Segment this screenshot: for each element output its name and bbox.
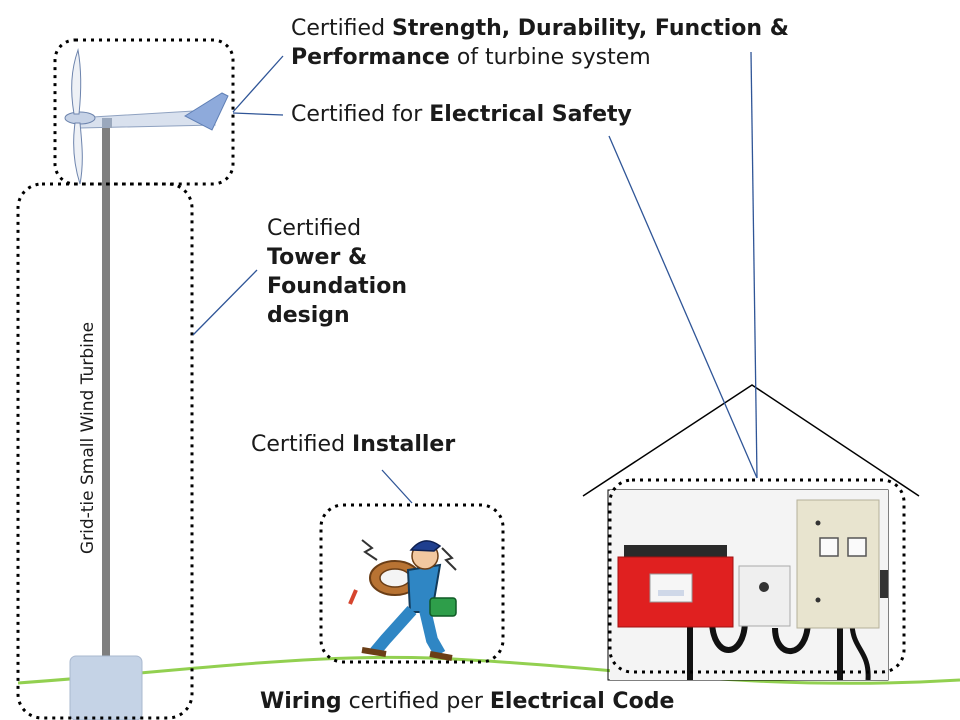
label-bold-text: Installer: [352, 432, 456, 457]
leader-line-installer: [381, 469, 413, 504]
label-strength-performance: Certified Strength, Durability, Function…: [291, 14, 911, 72]
equipment-frame: [608, 478, 906, 674]
label-bold-text: Electrical Safety: [429, 102, 632, 127]
ground-line: [17, 655, 960, 685]
foundation-block: [69, 655, 143, 720]
vertical-caption: Grid-tie Small Wind Turbine: [78, 321, 98, 555]
label-text: Certified: [291, 16, 393, 41]
label-text: Certified: [251, 432, 353, 457]
label-text: Certified: [267, 216, 362, 241]
label-text: Certified for: [291, 102, 430, 127]
leader-line-safety-house: [608, 135, 758, 479]
house-roof-icon: [582, 384, 920, 497]
electrician-worker-icon: [348, 539, 457, 661]
label-bold-text: Wiring: [260, 689, 342, 714]
tower-pole: [102, 122, 110, 662]
label-bold-text: Foundation: [267, 274, 408, 299]
label-bold-text: Tower &: [267, 245, 368, 270]
leader-line-safety: [232, 112, 284, 116]
label-installer: Certified Installer: [251, 430, 511, 459]
label-bold-text: Strength, Durability, Function &: [392, 16, 789, 41]
label-electrical-safety: Certified for Electrical Safety: [291, 100, 791, 129]
wind-turbine-icon: [64, 48, 229, 185]
leader-line-tower: [192, 269, 258, 336]
leader-line-strength-house: [750, 51, 758, 479]
inverter-equipment-icon: [610, 490, 888, 681]
label-bold-text: Electrical Code: [489, 689, 675, 714]
leader-line-strength: [232, 55, 284, 113]
label-bold-text: Performance: [291, 45, 450, 70]
label-text: of turbine system: [449, 45, 651, 70]
label-text: certified per: [341, 689, 490, 714]
label-bold-text: design: [267, 303, 350, 328]
label-wiring-code: Wiring certified per Electrical Code: [260, 687, 820, 716]
